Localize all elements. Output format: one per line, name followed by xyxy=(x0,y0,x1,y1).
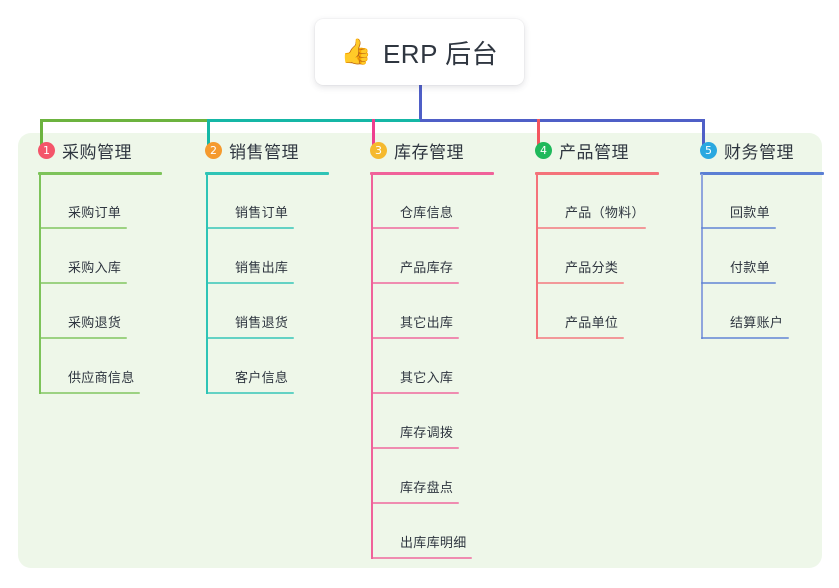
branch-title: 采购管理 xyxy=(62,142,132,162)
branch-item-label: 采购订单 xyxy=(68,205,122,220)
branch-item-label: 库存调拨 xyxy=(400,425,454,440)
branch-item-rule xyxy=(39,282,127,284)
branch-item-label: 付款单 xyxy=(730,260,770,275)
branch-title: 库存管理 xyxy=(394,142,464,162)
branch-title: 财务管理 xyxy=(724,142,794,162)
branch-columns: 1 采购管理采购订单采购入库采购退货供应商信息 2 销售管理销售订单销售出库销售退货客… xyxy=(0,133,839,568)
branch-spine xyxy=(39,174,41,394)
branch-item-rule xyxy=(39,337,127,339)
branch-spine xyxy=(371,174,373,559)
branch-header-rule xyxy=(38,172,162,175)
branch-item-label: 销售退货 xyxy=(235,315,289,330)
branch-item-label: 销售订单 xyxy=(235,205,289,220)
branch-item-rule xyxy=(536,282,624,284)
branch-item-rule xyxy=(371,447,459,449)
branch-item-rule xyxy=(39,392,140,394)
branch-item-label: 销售出库 xyxy=(235,260,289,275)
branch-item-rule xyxy=(371,337,459,339)
branch-title: 产品管理 xyxy=(559,142,629,162)
branch-item-label: 采购退货 xyxy=(68,315,122,330)
branch-item-rule xyxy=(701,337,789,339)
branch-spine xyxy=(206,174,208,394)
branch-number-badge: 5 xyxy=(700,141,717,159)
thumbs-up-icon: 👍 xyxy=(340,37,372,66)
branch-header-2[interactable]: 2 销售管理 xyxy=(185,133,345,167)
diagram-panel xyxy=(18,133,822,568)
branch-header-rule xyxy=(205,172,329,175)
branch-item-rule xyxy=(371,502,459,504)
branch-item-rule xyxy=(206,337,294,339)
branch-item-label: 采购入库 xyxy=(68,260,122,275)
branch-item-label: 其它出库 xyxy=(400,315,454,330)
branch-item-label: 产品库存 xyxy=(400,260,454,275)
branch-column-4: 4 产品管理产品（物料） 产品分类产品单位 xyxy=(515,133,680,339)
branch-item-rule xyxy=(39,227,127,229)
branch-drop-2 xyxy=(207,119,210,145)
branch-drop-1 xyxy=(40,119,43,145)
branch-item-label: 产品分类 xyxy=(565,260,619,275)
branch-item-label: 其它入库 xyxy=(400,370,454,385)
branch-number-badge: 4 xyxy=(535,141,552,159)
branch-item-label: 库存盘点 xyxy=(400,480,454,495)
branch-drop-4 xyxy=(537,119,540,145)
branch-header-1[interactable]: 1 采购管理 xyxy=(18,133,178,167)
branch-item-rule xyxy=(701,282,776,284)
branch-number-badge: 2 xyxy=(205,141,222,159)
branch-item-label: 出库库明细 xyxy=(400,535,467,550)
branch-header-4[interactable]: 4 产品管理 xyxy=(515,133,680,167)
branch-title: 销售管理 xyxy=(229,142,299,162)
branch-item-rule xyxy=(536,227,646,229)
branch-header-3[interactable]: 3 库存管理 xyxy=(350,133,515,167)
branch-item-label: 产品（物料） xyxy=(565,205,645,220)
branch-spine xyxy=(536,174,538,339)
branch-item-label: 产品单位 xyxy=(565,315,619,330)
bus-segment-1 xyxy=(40,119,209,122)
branch-item-rule xyxy=(206,227,294,229)
branch-item-rule xyxy=(206,282,294,284)
root-node-card[interactable]: 👍 ERP 后台 xyxy=(315,19,524,85)
branch-column-3: 3 库存管理仓库信息产品库存其它出库其它入库库存调拨库存盘点出库库明细 xyxy=(350,133,515,559)
branch-item-rule xyxy=(371,557,472,559)
branch-item-rule xyxy=(536,337,624,339)
branch-header-5[interactable]: 5 财务管理 xyxy=(680,133,839,167)
branch-item-label: 回款单 xyxy=(730,205,770,220)
branch-item-rule xyxy=(371,392,459,394)
branch-item-label: 结算账户 xyxy=(730,315,784,330)
branch-header-rule xyxy=(700,172,824,175)
branch-item-label: 客户信息 xyxy=(235,370,289,385)
branch-drop-3 xyxy=(372,119,375,145)
branch-spine xyxy=(701,174,703,339)
branch-header-rule xyxy=(370,172,494,175)
branch-column-2: 2 销售管理销售订单销售出库销售退货客户信息 xyxy=(185,133,345,394)
root-node-title: ERP 后台 xyxy=(382,38,499,69)
branch-number-badge: 3 xyxy=(370,141,387,159)
root-stem xyxy=(419,85,422,122)
branch-item-rule xyxy=(371,227,459,229)
branch-header-rule xyxy=(535,172,659,175)
branch-drop-5 xyxy=(702,119,705,145)
branch-column-1: 1 采购管理采购订单采购入库采购退货供应商信息 xyxy=(18,133,178,394)
branch-number-badge: 1 xyxy=(38,141,55,159)
branch-item-rule xyxy=(701,227,776,229)
branch-item-label: 供应商信息 xyxy=(68,370,135,385)
branch-item-rule xyxy=(206,392,294,394)
branch-column-5: 5 财务管理回款单付款单结算账户 xyxy=(680,133,839,339)
bus-segment-3 xyxy=(420,119,705,122)
bus-segment-2 xyxy=(207,119,422,122)
branch-item-label: 仓库信息 xyxy=(400,205,454,220)
branch-item-rule xyxy=(371,282,459,284)
